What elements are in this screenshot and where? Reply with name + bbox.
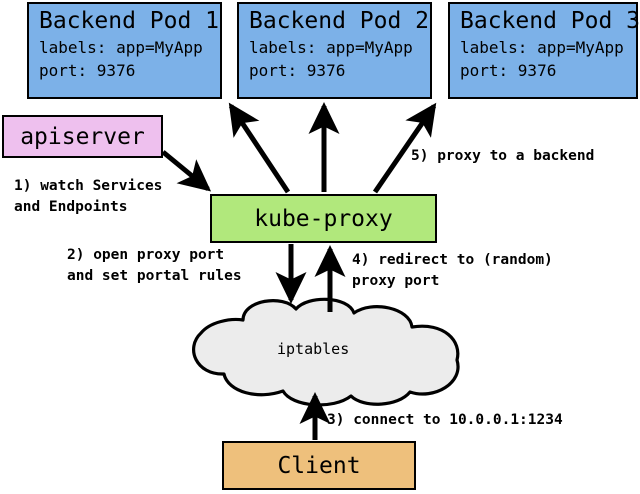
backend-pod-2-title: Backend Pod 2	[249, 8, 430, 34]
step-2-line-2: and set portal rules	[67, 268, 242, 284]
backend-pod-3-box[interactable]: Backend Pod 3 labels: app=MyApp port: 93…	[448, 2, 640, 99]
backend-pod-3-title: Backend Pod 3	[460, 8, 640, 34]
step-1-label: 1) watch Services and Endpoints	[14, 176, 162, 218]
step-4-line-2: proxy port	[352, 273, 440, 289]
arrow-apiserver-to-kubeproxy	[161, 150, 212, 192]
apiserver-label: apiserver	[20, 123, 145, 150]
backend-pod-2-box[interactable]: Backend Pod 2 labels: app=MyApp port: 93…	[237, 2, 432, 99]
kube-proxy-box[interactable]: kube-proxy	[210, 194, 437, 243]
backend-pod-3-port: port: 9376	[460, 61, 557, 80]
backend-pod-2-labels: labels: app=MyApp	[249, 38, 413, 57]
backend-pod-1-title: Backend Pod 1	[39, 8, 220, 34]
step-1-line-2: and Endpoints	[14, 199, 128, 215]
step-5-label: 5) proxy to a backend	[411, 146, 594, 167]
step-5-line-1: 5) proxy to a backend	[411, 148, 595, 164]
arrow-kubeproxy-to-pod1	[228, 102, 291, 194]
backend-pod-3-labels: labels: app=MyApp	[460, 38, 624, 57]
step-4-line-1: 4) redirect to (random)	[352, 252, 553, 268]
backend-pod-2-port: port: 9376	[249, 61, 346, 80]
backend-pod-1-labels: labels: app=MyApp	[39, 38, 203, 57]
step-2-line-1: 2) open proxy port	[67, 247, 225, 263]
backend-pod-1-port: port: 9376	[39, 61, 136, 80]
step-1-line-1: 1) watch Services	[14, 178, 163, 194]
iptables-label: iptables	[277, 340, 350, 358]
apiserver-box[interactable]: apiserver	[2, 115, 163, 158]
client-label: Client	[277, 452, 361, 479]
client-box[interactable]: Client	[222, 441, 416, 490]
backend-pod-1-box[interactable]: Backend Pod 1 labels: app=MyApp port: 93…	[27, 2, 222, 99]
step-4-label: 4) redirect to (random) proxy port	[352, 250, 553, 292]
kube-proxy-label: kube-proxy	[254, 205, 393, 232]
step-2-label: 2) open proxy port and set portal rules	[67, 245, 242, 287]
step-3-label: 3) connect to 10.0.0.1:1234	[327, 410, 563, 431]
step-3-line-1: 3) connect to 10.0.0.1:1234	[327, 412, 563, 428]
